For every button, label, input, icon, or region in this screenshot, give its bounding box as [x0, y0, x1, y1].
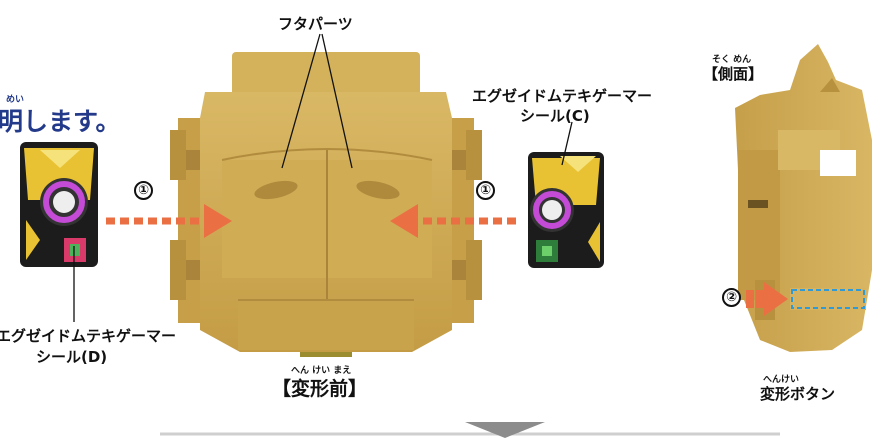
down-arrow — [465, 422, 545, 438]
label-side: 【側面】 — [703, 65, 764, 83]
leader-line — [321, 33, 353, 169]
heading-text: 明します。 — [0, 107, 121, 136]
device-front — [170, 52, 482, 357]
transform-button-highlight — [791, 289, 865, 309]
label-seal-c-line1: エグゼイドムテキゲーマー — [472, 87, 653, 105]
device-side-view — [735, 44, 872, 352]
label-transform-button: 変形ボタン — [760, 385, 836, 403]
leader-line — [281, 33, 321, 169]
step-one-badge: ① — [134, 181, 153, 200]
label-before: 【変形前】 — [272, 378, 368, 400]
step-two-badge: ② — [722, 288, 741, 307]
label-futa-parts: フタパーツ — [278, 15, 353, 33]
label-seal-d-line2: シール(D) — [36, 348, 108, 366]
heading-ruby: めい — [6, 95, 25, 105]
label-before-ruby: へん けい まえ — [291, 366, 352, 376]
seal-c-sticker — [528, 152, 604, 268]
seal-d-sticker — [20, 142, 98, 267]
arrow-left-to-device — [106, 204, 232, 238]
label-side-ruby: そく めん — [712, 55, 752, 65]
leader-line — [561, 121, 573, 166]
label-seal-d-line1: エグゼイドムテキゲーマー — [0, 327, 177, 345]
step-one-badge: ① — [476, 181, 495, 200]
label-button-ruby: へんけい — [763, 375, 800, 385]
arrow-right-to-device — [390, 204, 516, 238]
label-seal-c-line2: シール(C) — [520, 107, 590, 125]
arrow-press-button — [746, 282, 788, 316]
